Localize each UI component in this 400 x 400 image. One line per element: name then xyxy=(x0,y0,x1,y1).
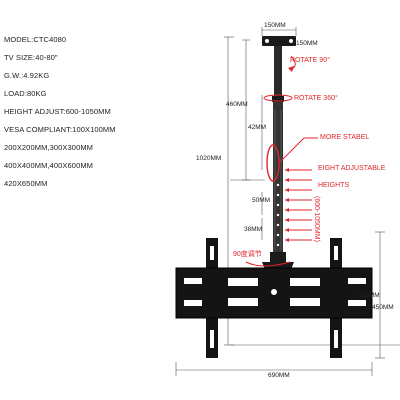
label-tilt: 90度调节 xyxy=(233,251,262,258)
frame-cutouts xyxy=(184,246,366,348)
dim-adjust-segment: 38MM xyxy=(244,226,263,233)
label-rotate-360: ROTATE 360° xyxy=(294,95,338,102)
dim-total-height: 1020MM xyxy=(196,155,222,162)
dim-upper-height: 460MM xyxy=(226,101,248,108)
ceiling-plate xyxy=(262,36,296,46)
spec-vesa-2: 200X200MM,300X300MM xyxy=(4,143,94,152)
spec-model: MODEL:CTC4080 xyxy=(4,35,67,44)
dim-lower-segment: 50MM xyxy=(252,197,271,204)
spec-vesa-4: 420X650MM xyxy=(4,179,48,188)
label-more-stable: MORE STABEL xyxy=(320,134,370,141)
label-height-range: (600-1050MM) xyxy=(313,196,320,242)
dim-top-side: 150MM xyxy=(296,40,318,47)
dim-bracket-height: 165MM xyxy=(358,292,380,299)
red-annotation-marks xyxy=(245,55,318,267)
spec-load: LOAD:80KG xyxy=(4,89,47,98)
support-pole xyxy=(272,46,284,252)
spec-vesa-3: 400X400MM,400X600MM xyxy=(4,161,94,170)
spec-height-adjust: HEIGHT ADJUST:600-1050MM xyxy=(4,107,111,116)
dim-top-width: 150MM xyxy=(264,22,286,29)
spec-tv-size: TV SIZE:40-80" xyxy=(4,53,58,62)
label-heights: HEIGHTS xyxy=(318,182,350,189)
dimension-lines xyxy=(175,27,400,376)
label-eight-adjustable: EIGHT ADJUSTABLE xyxy=(318,165,386,172)
spec-weight: G.W.:4.92KG xyxy=(4,71,50,80)
dim-panel-height: 450MM xyxy=(372,304,394,311)
red-arrowheads xyxy=(285,168,289,242)
dim-bottom-width: 690MM xyxy=(268,372,290,379)
spec-vesa: VESA COMPLIANT:100X100MM xyxy=(4,125,116,134)
dim-pole-segment: 42MM xyxy=(248,124,267,131)
label-rotate-90: ROTATE 90° xyxy=(290,57,330,64)
